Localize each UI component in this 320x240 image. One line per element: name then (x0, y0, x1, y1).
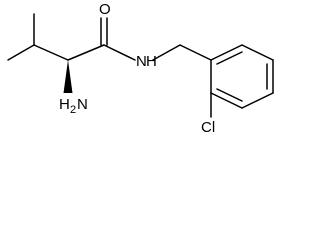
bond-isopropyl-alpha (33, 44, 69, 61)
oxygen-label: O (99, 1, 111, 18)
bond-methylene-ring (179, 44, 212, 61)
amide-nitrogen-label: N (136, 53, 147, 70)
bond-carbonyl-nitrogen (103, 44, 136, 61)
stereo-wedge-bond (63, 60, 73, 93)
bond-alpha-carbonyl (67, 44, 105, 61)
amine-subscript-label: 2 (70, 104, 76, 116)
amide-hydrogen-label: H (146, 53, 157, 70)
chlorine-label: Cl (201, 119, 215, 136)
amine-hydrogen-label: H (59, 96, 70, 113)
structural-formula: O N H H 2 N Cl (7, 1, 274, 136)
amine-nitrogen-label: N (77, 96, 88, 113)
benzene-ring (210, 44, 274, 109)
bond-nitrogen-methylene (152, 44, 181, 61)
bond-methyl-left (7, 44, 35, 61)
